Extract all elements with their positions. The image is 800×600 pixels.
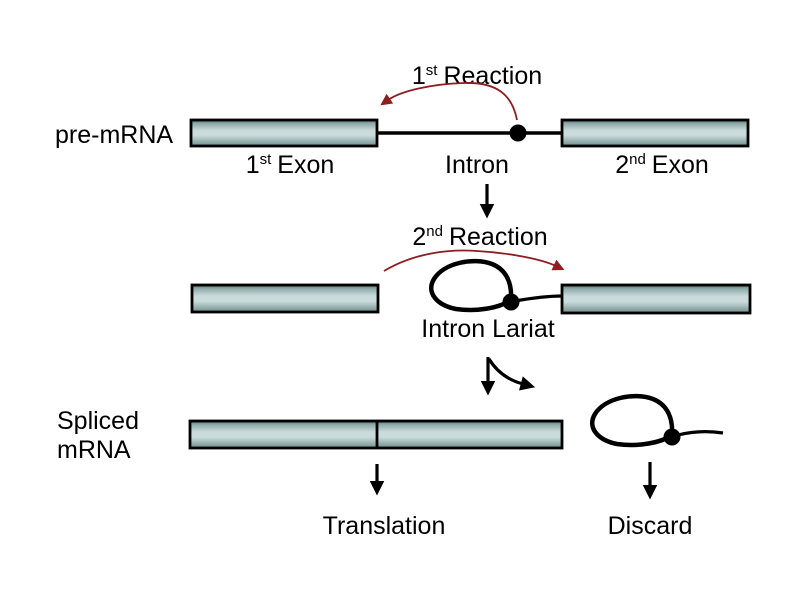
intron-lariat-label: Intron Lariat [421,315,554,343]
pre-mrna-label: pre-mRNA [55,121,173,149]
translation-label: Translation [323,512,446,540]
lariat-row-exon2-box [560,283,752,315]
spliced-mrna-label-line2: mRNA [57,436,131,464]
spliced-mrna-label-line1: Spliced [57,407,139,435]
discarded-lariat-dot [663,428,681,446]
lariat-branch-dot [502,293,520,311]
reaction2-arrow [383,249,565,272]
discarded-lariat-group [592,396,681,446]
discard-branch-arrow [487,358,536,391]
lariat-row-exon1-box [190,283,380,314]
reaction1-arrow [380,82,518,121]
discarded-lariat-tail [677,430,724,437]
branch-point-dot [509,124,527,142]
intron-label: Intron [445,151,509,179]
intron-lariat-loop [431,261,511,310]
lariat-tail-line [514,294,563,303]
premrna-exon1-box [189,118,379,148]
discarded-lariat-loop [592,396,672,445]
premrna-exon2-box [560,118,750,148]
discard-label: Discard [608,512,693,540]
